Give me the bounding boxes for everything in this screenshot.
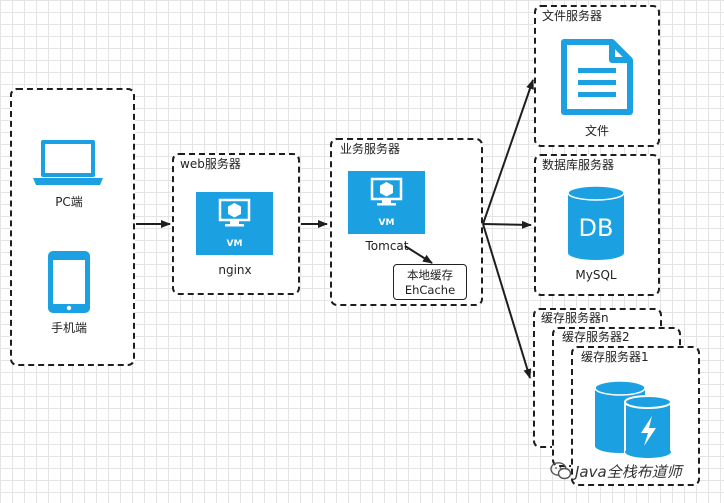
cache-server-2-title: 缓存服务器2 — [562, 330, 630, 344]
tomcat-label: Tomcat — [365, 239, 409, 253]
laptop-icon — [33, 140, 103, 185]
pc-label: PC端 — [55, 195, 83, 209]
app-server-title: 业务服务器 — [340, 142, 401, 156]
file-server-title: 文件服务器 — [542, 9, 603, 23]
file-label: 文件 — [584, 124, 609, 138]
database-icon — [567, 185, 625, 260]
document-icon — [561, 39, 633, 115]
wechat-icon — [550, 462, 572, 480]
ehcache-line1: 本地缓存 — [407, 268, 453, 282]
mysql-label: MySQL — [575, 268, 617, 282]
tomcat-vm-icon: VM — [348, 171, 425, 234]
cache-server-n-title: 缓存服务器n — [541, 311, 609, 325]
arrow-app-to-cache — [482, 223, 532, 379]
client-group — [10, 88, 135, 366]
web-server-title: web服务器 — [180, 157, 241, 171]
mobile-phone-icon — [48, 251, 90, 313]
db-text: DB — [578, 214, 614, 242]
vm-badge: VM — [226, 239, 243, 249]
cache-server-1-title: 缓存服务器1 — [581, 350, 649, 364]
arrow-app-to-file — [482, 79, 534, 225]
cache-database-icon — [594, 380, 672, 458]
db-server-title: 数据库服务器 — [542, 158, 615, 172]
nginx-label: nginx — [218, 263, 252, 277]
arrow-app-to-db — [482, 220, 532, 229]
watermark-text: Java全栈布道师 — [575, 463, 682, 481]
vm-badge: VM — [378, 218, 395, 228]
ehcache-line2: EhCache — [404, 283, 456, 297]
mobile-label: 手机端 — [50, 321, 87, 335]
nginx-vm-icon: VM — [196, 192, 273, 255]
ehcache-note: 本地缓存 EhCache — [393, 264, 467, 300]
